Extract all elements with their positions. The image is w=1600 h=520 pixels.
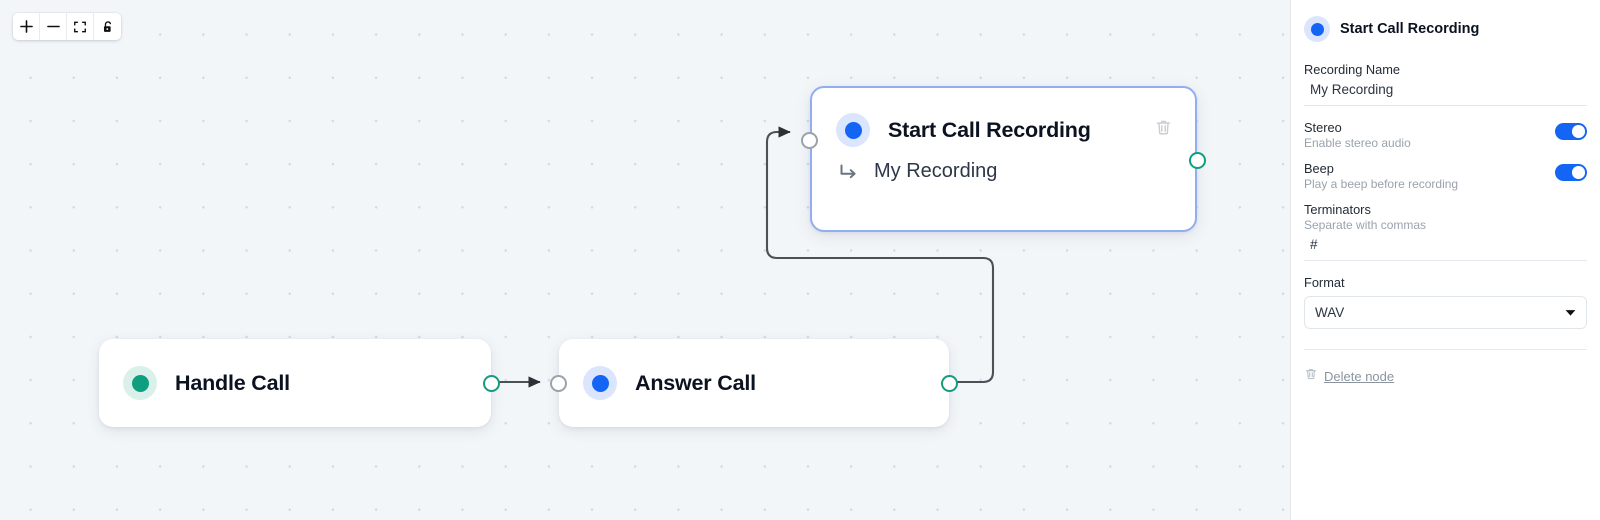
recording-name-field: Recording Name: [1304, 62, 1587, 106]
format-select[interactable]: WAV: [1304, 296, 1587, 329]
node-subtitle: My Recording: [874, 160, 998, 182]
stereo-row: Stereo Enable stereo audio: [1304, 120, 1587, 150]
beep-toggle-knob: [1572, 166, 1585, 179]
node-output-handle[interactable]: [941, 374, 958, 392]
unlock-icon: [101, 20, 115, 34]
fit-view-button[interactable]: [67, 13, 94, 40]
stereo-hint: Enable stereo audio: [1304, 136, 1411, 150]
node-handle-call[interactable]: Handle Call: [99, 339, 500, 427]
beep-labels: Beep Play a beep before recording: [1304, 161, 1458, 191]
node-properties-panel: Start Call Recording Recording Name Ster…: [1290, 0, 1600, 520]
node-subtitle-row: My Recording: [812, 160, 1195, 209]
fit-screen-icon: [73, 20, 87, 34]
node-title: Start Call Recording: [888, 117, 1091, 142]
panel-title: Start Call Recording: [1340, 21, 1480, 37]
stereo-labels: Stereo Enable stereo audio: [1304, 120, 1411, 150]
trash-icon: [1304, 367, 1318, 386]
node-header: Handle Call: [99, 339, 491, 427]
panel-header: Start Call Recording: [1304, 16, 1587, 42]
delete-node-label: Delete node: [1324, 369, 1395, 384]
node-input-handle[interactable]: [801, 132, 818, 149]
node-start-call-recording[interactable]: Start Call Recording: [801, 86, 1206, 232]
panel-status-dot: [1304, 16, 1330, 42]
zoom-out-button[interactable]: [40, 13, 67, 40]
corner-down-right-arrow-icon: [836, 162, 862, 182]
node-title: Handle Call: [175, 370, 290, 395]
node-header: Answer Call: [559, 339, 949, 427]
beep-toggle[interactable]: [1555, 164, 1587, 181]
recording-name-label: Recording Name: [1304, 62, 1401, 77]
format-selected-value: WAV: [1315, 305, 1345, 320]
node-delete-button[interactable]: [1154, 118, 1173, 142]
node-status-dot: [583, 366, 617, 400]
terminators-input[interactable]: [1304, 232, 1587, 261]
format-field: Format WAV: [1304, 275, 1587, 329]
format-label: Format: [1304, 275, 1345, 290]
panel-divider: [1304, 349, 1587, 350]
flow-canvas[interactable]: Handle Call Answer Call Start Call Recor…: [0, 0, 1290, 520]
trash-icon: [1154, 118, 1173, 142]
format-select-wrap: WAV: [1304, 296, 1587, 329]
node-output-handle[interactable]: [1189, 152, 1206, 169]
recording-name-input[interactable]: [1304, 77, 1587, 106]
canvas-toolbar: [13, 13, 121, 40]
stereo-label: Stereo: [1304, 120, 1342, 135]
terminators-field: Terminators Separate with commas: [1304, 202, 1587, 261]
delete-node-button[interactable]: Delete node: [1291, 350, 1600, 386]
minus-icon: [46, 19, 61, 34]
zoom-in-button[interactable]: [13, 13, 40, 40]
node-title: Answer Call: [635, 370, 756, 395]
stereo-toggle-knob: [1572, 125, 1585, 138]
beep-row: Beep Play a beep before recording: [1304, 161, 1587, 191]
node-status-dot: [123, 366, 157, 400]
beep-label: Beep: [1304, 161, 1334, 176]
node-output-handle[interactable]: [483, 374, 500, 392]
edge-layer: [499, 126, 995, 388]
node-answer-call[interactable]: Answer Call: [550, 339, 958, 427]
panel-body: Start Call Recording Recording Name Ster…: [1291, 0, 1600, 350]
beep-hint: Play a beep before recording: [1304, 177, 1459, 191]
terminators-label: Terminators: [1304, 202, 1371, 217]
lock-button[interactable]: [94, 13, 121, 40]
node-status-dot: [836, 113, 870, 147]
stereo-toggle[interactable]: [1555, 123, 1587, 140]
terminators-hint: Separate with commas: [1304, 218, 1427, 232]
plus-icon: [19, 19, 34, 34]
node-input-handle[interactable]: [550, 374, 567, 392]
